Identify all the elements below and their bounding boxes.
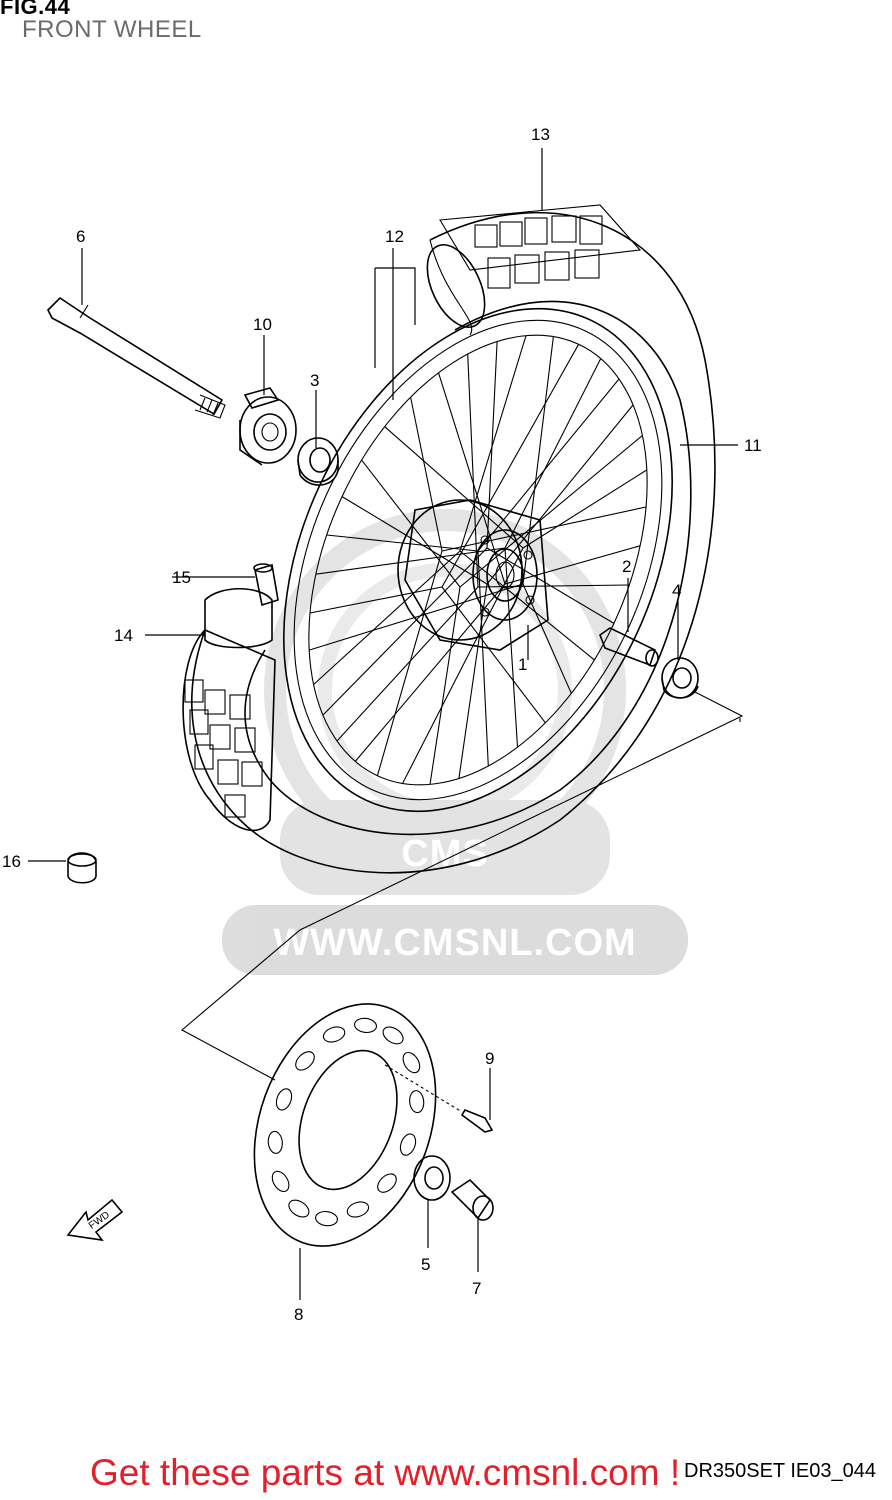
spoke — [315, 547, 506, 575]
callout-5: 5 — [421, 1255, 430, 1274]
rim-lock — [67, 852, 97, 884]
spoke — [477, 584, 630, 588]
buy-parts-link[interactable]: Get these parts at www.cmsnl.com ! — [90, 1452, 681, 1493]
tire — [182, 204, 716, 874]
figure-number: FIG.44 — [0, 0, 71, 19]
spoke — [322, 547, 488, 716]
assembly-outline — [181, 691, 744, 1081]
disc-vent-hole — [402, 1051, 421, 1074]
callout-16: 16 — [2, 852, 21, 871]
callout-7: 7 — [472, 1279, 481, 1298]
cmsnl-watermark: CMS WWW.CMSNL.COM — [222, 509, 688, 975]
spokes — [309, 335, 648, 785]
disc-vent-hole — [382, 1026, 404, 1045]
disc-vent-hole — [288, 1199, 310, 1218]
spoke — [429, 586, 461, 785]
callout-3: 3 — [310, 371, 319, 390]
spoke — [504, 358, 602, 549]
hub — [397, 499, 549, 651]
disc-vent-hole — [354, 1017, 377, 1034]
callout-11: 11 — [744, 436, 762, 455]
spoke — [341, 496, 488, 585]
spoke — [486, 404, 634, 585]
spoke — [459, 435, 643, 588]
diagram-title: FRONT WHEEL — [22, 16, 202, 43]
spoke — [309, 583, 524, 651]
callout-12: 12 — [385, 227, 404, 246]
spoke — [441, 586, 546, 724]
forward-direction-arrow: FWD — [66, 1198, 124, 1242]
diagram-code: DR350SET IE03_044 — [684, 1460, 876, 1482]
callout-2: 2 — [622, 557, 631, 576]
callout-13: 13 — [531, 125, 550, 144]
spoke — [336, 586, 479, 742]
callout-15: 15 — [172, 568, 191, 587]
bearing-left — [297, 437, 339, 486]
callout-labels: 13 6 12 10 3 11 2 4 1 15 14 16 9 5 7 8 — [2, 125, 762, 1324]
oil-seal — [413, 1155, 451, 1201]
disc-vent-hole — [322, 1026, 346, 1043]
callout-1: 1 — [518, 655, 527, 674]
spoke — [458, 583, 488, 779]
disc-vent-hole — [346, 1201, 370, 1218]
spoke — [313, 550, 461, 685]
spoke — [504, 545, 641, 585]
spoke — [504, 547, 519, 748]
callout-4: 4 — [672, 581, 681, 600]
disc-vent-hole — [295, 1051, 315, 1071]
leader-lines — [28, 148, 738, 1300]
spoke — [376, 550, 443, 776]
spoke — [384, 426, 524, 549]
spoke — [361, 459, 461, 588]
spoke — [522, 469, 648, 549]
spoke — [441, 506, 647, 552]
axle-spacer — [450, 1178, 494, 1221]
spoke — [467, 353, 479, 588]
callout-10: 10 — [253, 315, 272, 334]
watermark-brand: CMS — [401, 833, 488, 875]
spacer — [599, 627, 659, 667]
disc-bolt — [384, 1064, 494, 1133]
spoke — [309, 586, 443, 614]
spoke — [459, 335, 527, 552]
bearing-right — [661, 657, 699, 699]
callout-8: 8 — [294, 1305, 303, 1324]
disc-vent-hole — [271, 1170, 290, 1193]
callout-14: 14 — [114, 626, 133, 645]
disc-vent-hole — [315, 1210, 338, 1227]
spoke — [459, 550, 595, 661]
spoke — [410, 397, 443, 552]
speedometer-gearbox — [239, 387, 297, 466]
disc-vent-hole — [409, 1090, 425, 1114]
air-valve — [253, 563, 279, 607]
callout-6: 6 — [76, 227, 85, 246]
spoke — [437, 372, 506, 585]
callout-9: 9 — [485, 1049, 494, 1068]
watermark-url: WWW.CMSNL.COM — [273, 922, 636, 964]
axle — [47, 296, 226, 419]
disc-vent-hole — [275, 1088, 293, 1111]
disc-vent-hole — [267, 1130, 283, 1154]
spoke — [354, 583, 506, 762]
spoke — [477, 378, 620, 552]
disc-vent-hole — [377, 1173, 397, 1193]
brake-disc — [253, 1003, 437, 1247]
disc-vent-hole — [399, 1133, 417, 1156]
